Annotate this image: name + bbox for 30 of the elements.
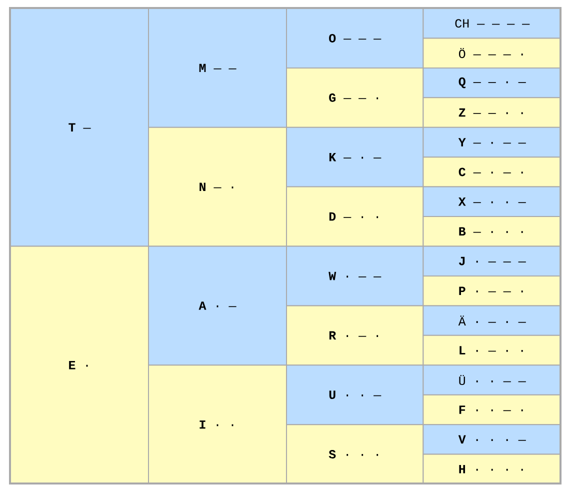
letter-cell: J · — — — bbox=[422, 246, 562, 276]
letter-cell: I · · bbox=[148, 364, 287, 484]
letter-cell: F · · — · bbox=[422, 394, 562, 426]
letter-cell: M — — bbox=[148, 8, 287, 128]
letter-cell: CH — — — — bbox=[422, 8, 562, 39]
letter-cell: Ä · — · — bbox=[422, 305, 562, 336]
letter-cell: G — — · bbox=[286, 67, 424, 128]
letter-cell: T — bbox=[10, 8, 149, 247]
letter-cell: Ö — — — · bbox=[422, 38, 562, 68]
letter-cell: H · · · · bbox=[422, 454, 562, 484]
letter-cell: O — — — bbox=[286, 8, 424, 68]
letter-cell: S · · · bbox=[286, 424, 424, 484]
letter-cell: L · — · · bbox=[422, 334, 562, 366]
letter-cell: W · — — bbox=[286, 246, 424, 306]
letter-cell: U · · — bbox=[286, 364, 424, 426]
letter-cell: Q — — · — bbox=[422, 67, 562, 98]
letter-cell: P · — — · bbox=[422, 275, 562, 306]
letter-cell: V · · · — bbox=[422, 424, 562, 455]
letter-cell: K — · — bbox=[286, 126, 424, 188]
letter-cell: Y — · — — bbox=[422, 126, 562, 158]
letter-cell: E · bbox=[10, 246, 149, 484]
letter-cell: Ü · · — — bbox=[422, 364, 562, 396]
letter-cell: N — · bbox=[148, 126, 287, 247]
letter-cell: R · — · bbox=[286, 305, 424, 366]
letter-cell: X — · · — bbox=[422, 186, 562, 218]
letter-cell: A · — bbox=[148, 246, 287, 366]
letter-cell: C — · — · bbox=[422, 156, 562, 188]
letter-cell: B — · · · bbox=[422, 216, 562, 247]
letter-cell: D — · · bbox=[286, 186, 424, 247]
letter-cell: Z — — · · bbox=[422, 97, 562, 128]
